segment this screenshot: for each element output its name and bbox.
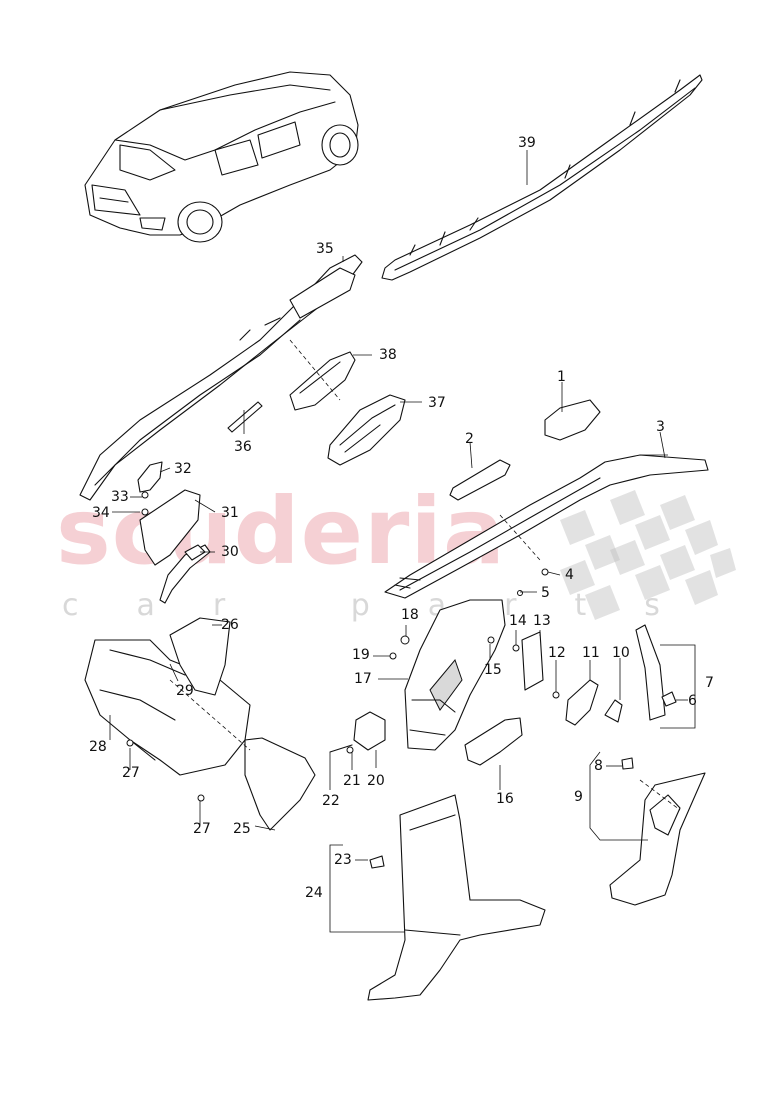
part-label-10: 10 <box>612 645 630 661</box>
part-label-2: 2 <box>465 431 474 447</box>
part-label-5: 5 <box>541 585 550 601</box>
checkered-flag-watermark <box>560 490 736 620</box>
part-label-4: 4 <box>565 567 574 583</box>
part-label-29: 29 <box>176 683 194 699</box>
part-label-7: 7 <box>705 675 714 691</box>
part-label-24: 24 <box>305 885 323 901</box>
part-10-cover <box>604 699 623 723</box>
part-label-6: 6 <box>688 693 697 709</box>
part-39-trim-strip <box>381 74 703 281</box>
part-label-9: 9 <box>574 789 583 805</box>
part-36-strip <box>227 401 263 433</box>
part-2-switch <box>449 459 511 501</box>
part-label-37: 37 <box>428 395 446 411</box>
part-9-lower-trim <box>609 772 706 906</box>
vehicle-overview <box>84 71 359 243</box>
part-label-16: 16 <box>496 791 514 807</box>
leader-lines <box>109 150 696 933</box>
part-25-trim <box>244 737 316 831</box>
part-label-11: 11 <box>582 645 600 661</box>
part-label-8: 8 <box>594 758 603 774</box>
part-label-14: 14 <box>509 613 527 629</box>
part-label-18: 18 <box>401 607 419 623</box>
part-label-28: 28 <box>89 739 107 755</box>
part-8-clip <box>621 757 634 770</box>
part-label-19: 19 <box>352 647 370 663</box>
part-38-vent <box>289 351 356 411</box>
part-32-cover <box>137 461 163 493</box>
part-26-trim <box>169 617 231 696</box>
part-3-long-trim <box>384 454 709 599</box>
part-label-1: 1 <box>557 369 566 385</box>
part-13-panel <box>521 631 544 691</box>
part-label-35: 35 <box>316 241 334 257</box>
assembly-line <box>499 514 541 561</box>
part-label-30: 30 <box>221 544 239 560</box>
part-label-34: 34 <box>92 505 110 521</box>
part-label-39: 39 <box>518 135 536 151</box>
part-label-36: 36 <box>234 439 252 455</box>
part-label-22: 22 <box>322 793 340 809</box>
part-label-20: 20 <box>367 773 385 789</box>
part-label-3: 3 <box>656 419 665 435</box>
fasteners <box>126 491 560 802</box>
part-31-bracket <box>139 489 201 566</box>
part-label-17: 17 <box>354 671 372 687</box>
part-label-27-lower: 27 <box>193 821 211 837</box>
part-label-25: 25 <box>233 821 251 837</box>
part-label-15: 15 <box>484 662 502 678</box>
part-28-console <box>84 639 251 776</box>
part-label-38: 38 <box>379 347 397 363</box>
assembly-line <box>289 339 341 401</box>
part-label-12: 12 <box>548 645 566 661</box>
part-7-trim <box>635 624 666 721</box>
assembly-line <box>639 779 681 811</box>
part-label-26: 26 <box>221 617 239 633</box>
part-37-vent <box>327 394 406 466</box>
part-17-pillar-trim <box>404 599 506 751</box>
part-23-clip <box>369 855 385 869</box>
part-11-bracket <box>565 679 599 726</box>
part-label-33: 33 <box>111 489 129 505</box>
part-label-27-upper: 27 <box>122 765 140 781</box>
part-label-23: 23 <box>334 852 352 868</box>
part-16-cover <box>464 717 523 766</box>
part-20-fitting <box>353 711 386 751</box>
part-24-pillar-lower <box>367 794 546 1001</box>
part-label-31: 31 <box>221 505 239 521</box>
part-label-32: 32 <box>174 461 192 477</box>
part-label-13: 13 <box>533 613 551 629</box>
part-1-bracket <box>544 399 601 441</box>
part-35-upper-trim <box>79 254 363 501</box>
assembly-line <box>169 679 251 751</box>
part-6-clip <box>661 691 677 707</box>
part-label-21: 21 <box>343 773 361 789</box>
